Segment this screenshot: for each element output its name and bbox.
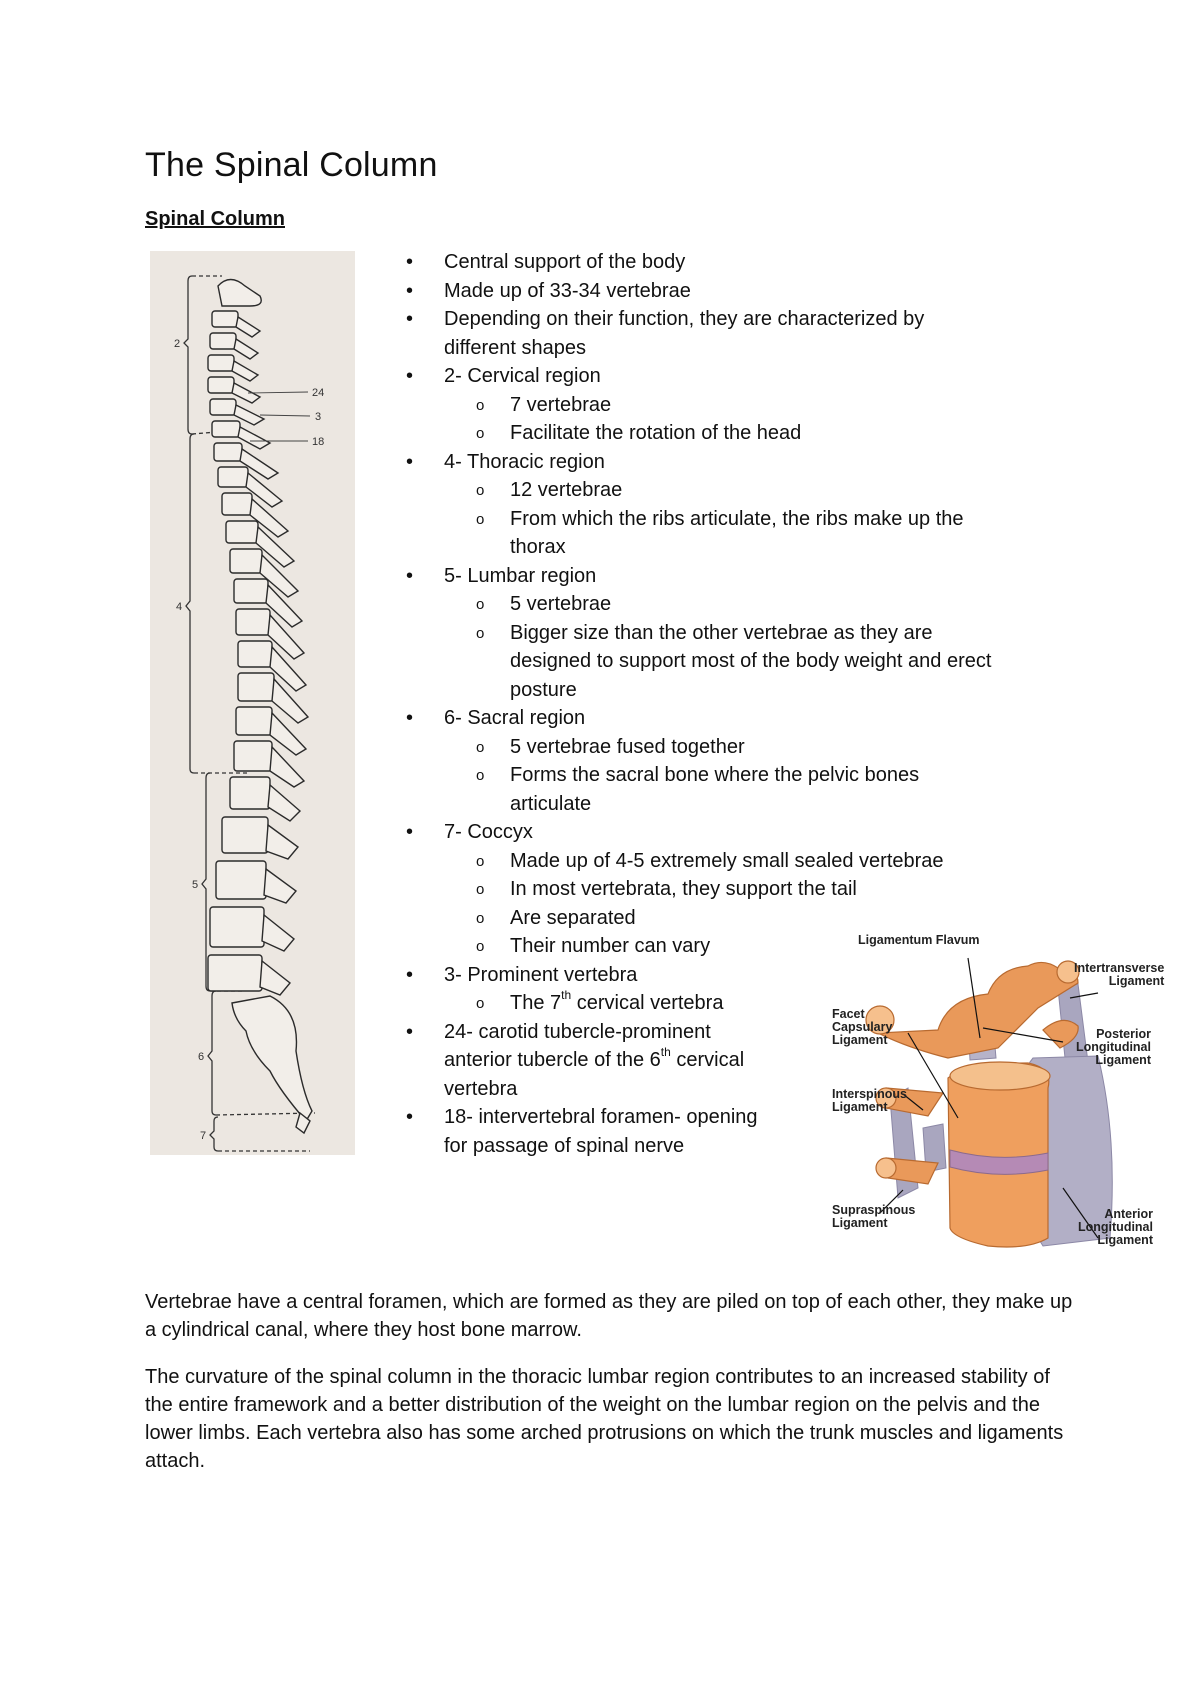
sub-list-item: In most vertebrata, they support the tai… [406, 875, 1046, 904]
sub-list-item: Made up of 4-5 extremely small sealed ve… [406, 847, 1046, 875]
label-interspinous-ligament: Interspinous Ligament [832, 1087, 908, 1114]
list-item: 5- Lumbar region [406, 562, 1046, 591]
list-item: 2- Cervical region [406, 362, 1046, 391]
spine-label-6: 6 [198, 1051, 204, 1063]
text: 24- carotid tubercle-prominent anterior … [444, 1020, 711, 1072]
list-item: 24- carotid tubercle-prominent anterior … [406, 1018, 784, 1104]
list-item: Made up of 33-34 vertebrae [406, 277, 1046, 306]
list-item: Central support of the body [406, 248, 1046, 277]
sub-list-item: Their number can vary [406, 932, 1046, 961]
spine-label-5: 5 [192, 879, 198, 891]
sub-list-item: Forms the sacral bone where the pelvic b… [406, 761, 960, 818]
list-item: 18- intervertebral foramen- opening for … [406, 1103, 784, 1160]
text: The 7 [510, 992, 562, 1014]
ligament-illustration [865, 957, 1113, 1248]
label-posterior-longitudinal-ligament: Posterior Longitudinal Ligament [1076, 1027, 1151, 1067]
list-item: 6- Sacral region [406, 704, 1046, 733]
spine-label-4: 4 [176, 601, 182, 613]
spine-label-2: 2 [174, 338, 180, 350]
ligament-diagram-image: Ligamentum Flavum Intertransverse Ligame… [828, 934, 1164, 1256]
spine-drawing: 2 4 5 6 7 24 3 18 [174, 275, 324, 1152]
paragraph-curvature: The curvature of the spinal column in th… [145, 1366, 1064, 1472]
superscript: th [561, 988, 572, 1003]
sub-list-item: Facilitate the rotation of the head [406, 419, 1046, 448]
label-ligamentum-flavum: Ligamentum Flavum [858, 933, 980, 947]
sub-list-item: 12 vertebrae [406, 476, 1046, 505]
sub-list-item: 5 vertebrae fused together [406, 733, 1046, 761]
section-heading: Spinal Column [145, 208, 285, 230]
sub-list-item: 7 vertebrae [406, 391, 1046, 419]
text: cervical vertebra [571, 992, 724, 1014]
text: cervical vertebra [444, 1049, 745, 1100]
list-item: 4- Thoracic region [406, 448, 1046, 477]
sub-list-item: The 7th cervical vertebra [406, 989, 1046, 1018]
sub-list-item: Bigger size than the other vertebrae as … [406, 619, 1010, 705]
label-intertransverse-ligament: Intertransverse Ligament [1074, 961, 1165, 988]
spine-diagram-image: 2 4 5 6 7 24 3 18 [150, 251, 355, 1155]
sub-list-item: From which the ribs articulate, the ribs… [406, 505, 990, 562]
spine-label-24: 24 [312, 387, 324, 399]
label-anterior-longitudinal-ligament: Anterior Longitudinal Ligament [1078, 1207, 1153, 1247]
spine-label-7: 7 [200, 1130, 206, 1142]
sub-list-item: 5 vertebrae [406, 590, 1046, 619]
paragraph-foramen: Vertebrae have a central foramen, which … [145, 1291, 1073, 1341]
list-item: 7- Coccyx [406, 818, 1046, 847]
superscript: th [660, 1045, 671, 1060]
list-item: 3- Prominent vertebra [406, 961, 1046, 990]
label-facet-capsulary-ligament: Facet Capsulary Ligament [832, 1007, 893, 1047]
sub-list-item: Are separated [406, 904, 1046, 932]
spine-label-3: 3 [315, 411, 321, 423]
list-item: Depending on their function, they are ch… [406, 305, 964, 362]
label-supraspinous-ligament: Supraspinous Ligament [832, 1203, 916, 1230]
spine-label-18: 18 [312, 436, 324, 448]
page-title: The Spinal Column [145, 146, 438, 184]
bullet-list: Central support of the body Made up of 3… [406, 248, 1046, 1160]
